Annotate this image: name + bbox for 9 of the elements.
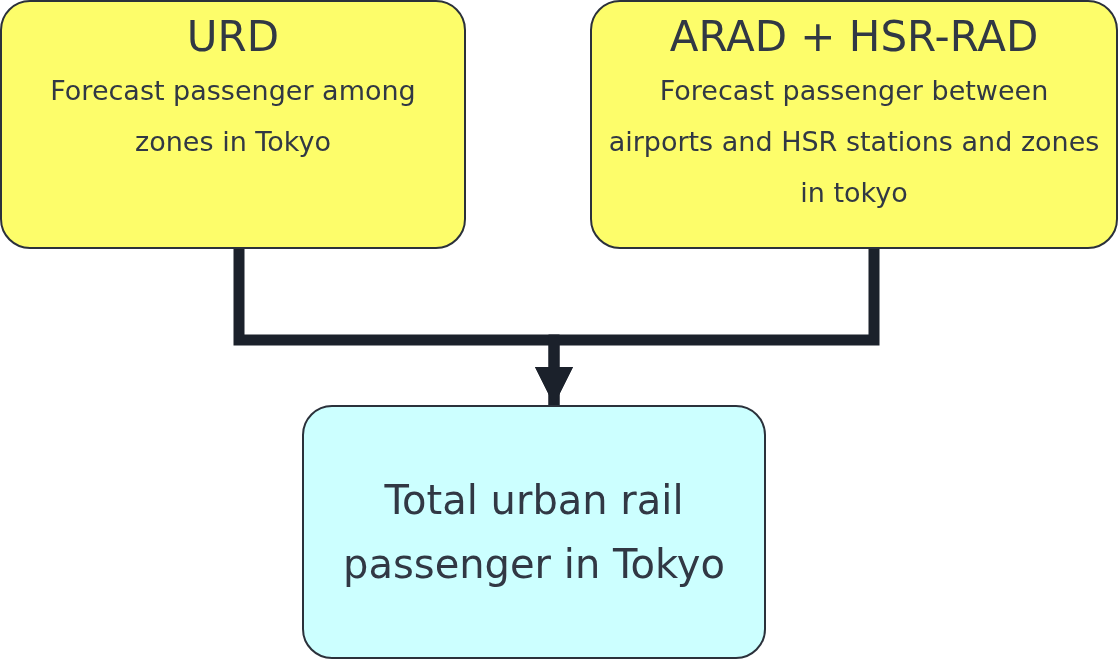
process-box	[590, 0, 1118, 249]
process-box	[302, 405, 766, 659]
box-title: ARAD + HSR-RAD	[669, 11, 1039, 63]
box-text: Forecast passenger between airports and HSR stations and zones in tokyo	[607, 73, 1101, 211]
box-text: Forecast passenger among zones in Tokyo	[49, 73, 417, 159]
box-text: Total urban rail passenger in Tokyo	[342, 476, 726, 589]
arrow	[535, 249, 880, 405]
process-box	[0, 0, 466, 249]
box-title: URD	[186, 11, 280, 63]
